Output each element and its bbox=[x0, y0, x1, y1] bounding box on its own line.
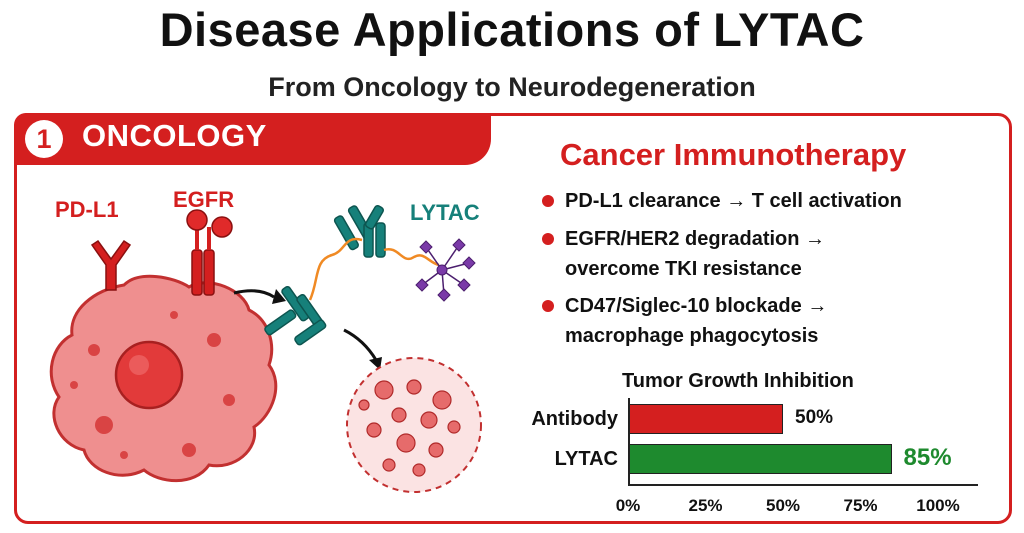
bullet-text: EGFR/HER2 degradation → overcome TKI res… bbox=[565, 228, 826, 280]
chart-title: Tumor Growth Inhibition bbox=[622, 370, 854, 392]
bar-antibody bbox=[628, 404, 783, 434]
egfr-receptor bbox=[186, 209, 233, 296]
lytac-antibody bbox=[264, 285, 327, 346]
bar-lytac bbox=[628, 444, 892, 474]
lytac-label: LYTAC bbox=[410, 200, 480, 225]
linker-chain bbox=[308, 237, 363, 301]
info-heading: Cancer Immunotherapy bbox=[560, 137, 907, 172]
pd-l1-receptor bbox=[90, 239, 132, 291]
arrow-right-icon bbox=[233, 289, 286, 304]
category-label: LYTAC bbox=[554, 448, 618, 470]
oncology-diagram bbox=[49, 204, 482, 493]
x-tick-label: 75% bbox=[843, 496, 878, 515]
linker-chain-2 bbox=[383, 247, 440, 267]
lytac-antibody-upper bbox=[333, 204, 386, 258]
x-tick-label: 50% bbox=[765, 496, 801, 515]
page-subtitle: From Oncology to Neurodegeneration bbox=[268, 72, 756, 102]
bullet-text: CD47/Siglec-10 blockade → macrophage pha… bbox=[565, 295, 828, 347]
bullet-marker bbox=[542, 300, 554, 312]
section-number-badge: 1 bbox=[25, 120, 63, 158]
section-label: ONCOLOGY bbox=[82, 118, 267, 153]
pd-l1-label: PD-L1 bbox=[55, 197, 119, 222]
x-axis-line bbox=[628, 484, 978, 486]
bullet-text: PD-L1 clearance → T cell activation bbox=[565, 190, 902, 212]
arrow-down-icon bbox=[343, 328, 382, 370]
glycan-cluster-icon bbox=[415, 238, 476, 302]
x-tick-label: 0% bbox=[615, 496, 641, 515]
tumor-cell-illustration bbox=[49, 274, 278, 483]
category-label: Antibody bbox=[531, 408, 618, 430]
data-label: 85% bbox=[903, 444, 952, 471]
bullet-marker bbox=[542, 233, 554, 245]
section-header-bar bbox=[14, 113, 491, 165]
egfr-label: EGFR bbox=[173, 187, 235, 212]
x-tick-label: 100% bbox=[916, 496, 960, 515]
y-axis-line bbox=[628, 398, 630, 486]
data-label: 50% bbox=[795, 407, 834, 428]
x-tick-label: 25% bbox=[688, 496, 723, 515]
lysosome-degradation-icon bbox=[346, 357, 482, 493]
oncology-panel bbox=[14, 113, 1012, 524]
bullet-marker bbox=[542, 195, 554, 207]
page-title: Disease Applications of LYTAC bbox=[159, 3, 865, 56]
